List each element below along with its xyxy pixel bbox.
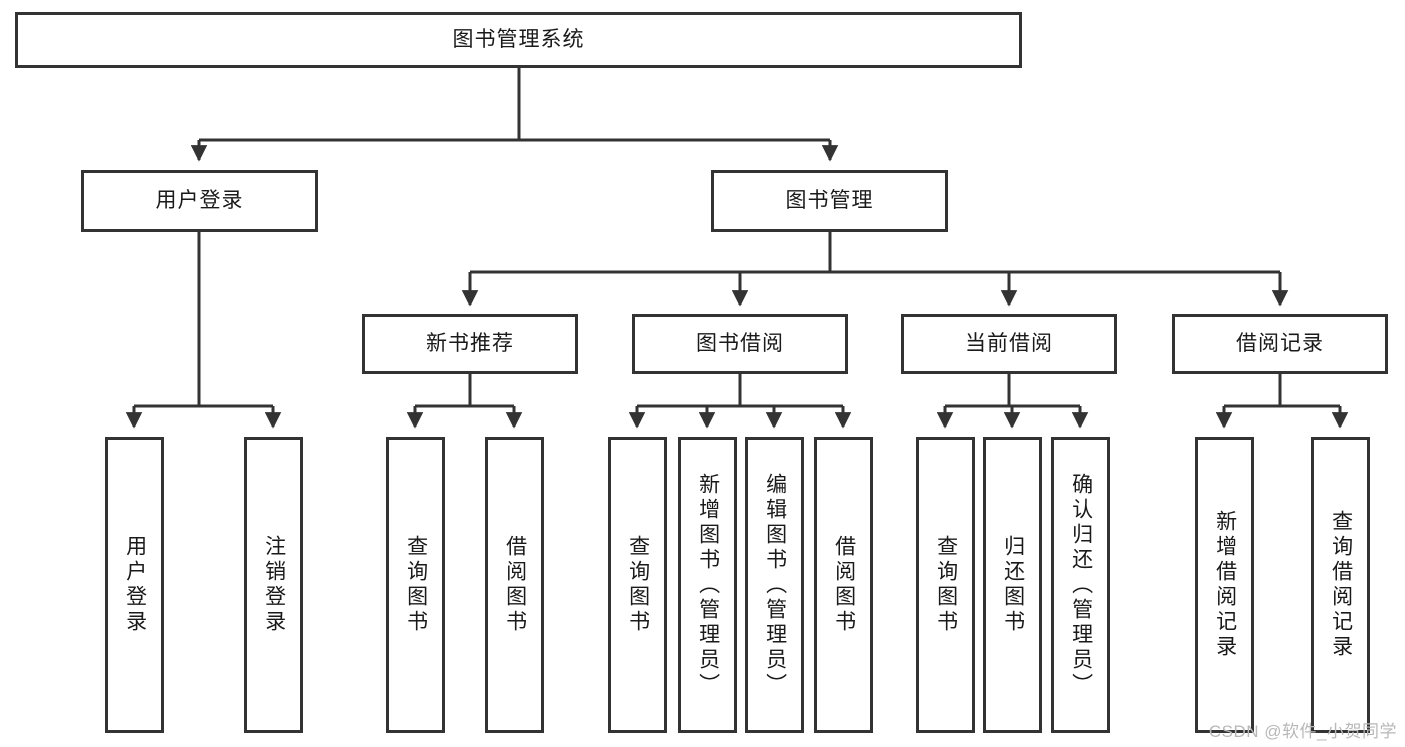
leaf-recommend-query-book[interactable]: 查询图书 bbox=[386, 437, 445, 733]
node-label: 借阅记录 bbox=[1236, 331, 1324, 355]
node-label: 借阅图书 bbox=[503, 535, 527, 635]
node-book-borrow[interactable]: 图书借阅 bbox=[632, 314, 848, 374]
leaf-borrow-query-book[interactable]: 查询图书 bbox=[608, 437, 667, 733]
node-new-book-recommend[interactable]: 新书推荐 bbox=[362, 314, 578, 374]
node-label: 新增借阅记录 bbox=[1213, 510, 1237, 660]
node-book-management[interactable]: 图书管理 bbox=[711, 170, 948, 232]
leaf-current-confirm-return-admin[interactable]: 确认归还（管理员） bbox=[1051, 437, 1110, 733]
leaf-borrow-borrow-book[interactable]: 借阅图书 bbox=[814, 437, 873, 733]
node-root-system[interactable]: 图书管理系统 bbox=[15, 12, 1022, 68]
node-current-borrow[interactable]: 当前借阅 bbox=[901, 314, 1117, 374]
node-label: 借阅图书 bbox=[832, 535, 856, 635]
node-label: 查询借阅记录 bbox=[1329, 510, 1353, 660]
csdn-watermark: CSDN @软件_小贺同学 bbox=[1208, 722, 1397, 741]
node-label: 图书管理 bbox=[785, 188, 874, 212]
node-label: 编辑图书（管理员） bbox=[763, 472, 787, 698]
node-label: 新书推荐 bbox=[426, 331, 514, 355]
leaf-record-add-record[interactable]: 新增借阅记录 bbox=[1195, 437, 1254, 733]
leaf-user-login-signout[interactable]: 注销登录 bbox=[244, 437, 303, 733]
leaf-current-return-book[interactable]: 归还图书 bbox=[983, 437, 1042, 733]
node-label: 用户登录 bbox=[155, 188, 244, 212]
node-label: 新增图书（管理员） bbox=[696, 472, 720, 698]
leaf-current-query-book[interactable]: 查询图书 bbox=[916, 437, 975, 733]
leaf-borrow-edit-book-admin[interactable]: 编辑图书（管理员） bbox=[745, 437, 804, 733]
node-label: 用户登录 bbox=[123, 535, 147, 635]
node-label: 查询图书 bbox=[626, 535, 650, 635]
node-label: 注销登录 bbox=[262, 535, 286, 635]
node-label: 查询图书 bbox=[934, 535, 958, 635]
node-label: 查询图书 bbox=[404, 535, 428, 635]
node-label: 图书借阅 bbox=[696, 331, 784, 355]
node-label: 确认归还（管理员） bbox=[1069, 472, 1093, 698]
leaf-recommend-borrow-book[interactable]: 借阅图书 bbox=[485, 437, 544, 733]
node-label: 当前借阅 bbox=[965, 331, 1053, 355]
node-label: 图书管理系统 bbox=[452, 27, 585, 51]
node-user-login[interactable]: 用户登录 bbox=[81, 170, 318, 232]
leaf-user-login-signin[interactable]: 用户登录 bbox=[105, 437, 164, 733]
node-borrow-record[interactable]: 借阅记录 bbox=[1172, 314, 1388, 374]
leaf-record-query-record[interactable]: 查询借阅记录 bbox=[1311, 437, 1370, 733]
leaf-borrow-add-book-admin[interactable]: 新增图书（管理员） bbox=[678, 437, 737, 733]
node-label: 归还图书 bbox=[1001, 535, 1025, 635]
